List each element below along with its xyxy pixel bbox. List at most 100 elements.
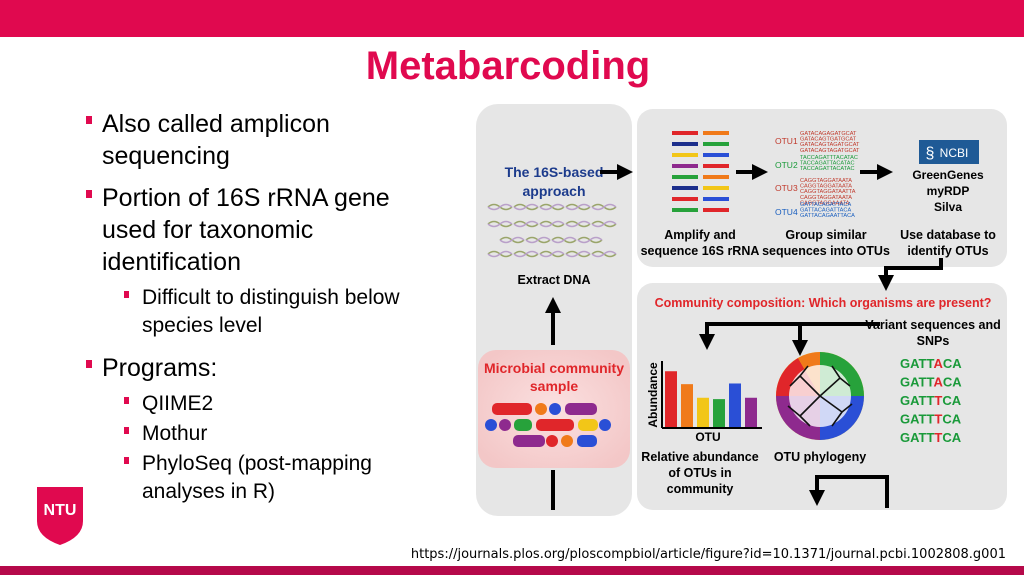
- label-line: Use database to: [900, 228, 996, 242]
- microbe-cell: [578, 419, 598, 431]
- bullet-marker-icon: [124, 397, 129, 404]
- dna-strand: [591, 203, 617, 211]
- abundance-bars: [665, 371, 757, 427]
- amplicon-bar: [703, 186, 729, 190]
- amplify-label: Amplify and sequence 16S rRNA: [641, 228, 760, 258]
- amplicon-bar: [703, 197, 729, 201]
- otu-sequence: CAGGTAGGATAATA: [800, 195, 852, 201]
- abundance-bar: [713, 399, 725, 427]
- dna-strand: [539, 203, 565, 211]
- figure-credit-link[interactable]: https://journals.plos.org/ploscompbiol/a…: [410, 547, 1006, 562]
- amplicon-bar: [672, 164, 698, 168]
- amplicon-bar: [672, 142, 698, 146]
- sample-box: [478, 350, 630, 468]
- sample-label-line1: Microbial community: [484, 360, 624, 376]
- ncbi-logo-box: [919, 140, 979, 164]
- dna-strand: [539, 250, 565, 258]
- otu-name: OTU4: [775, 207, 798, 217]
- bullet-marker-icon: [86, 190, 92, 198]
- label-line: Amplify and: [664, 228, 736, 242]
- database-name: myRDP: [927, 184, 970, 198]
- otu-sequence: GATTACAGATTACA: [800, 202, 851, 208]
- otu-sequence: CAGGTAGGAAATA: [800, 200, 850, 206]
- otu-sequence: TACCAGATTTACATAC: [800, 155, 858, 161]
- approach-title-line1: The 16S-based: [505, 164, 604, 180]
- dna-strand: [591, 220, 617, 228]
- bullet-marker-icon: [124, 291, 129, 298]
- dna-strand: [525, 236, 551, 244]
- bullet-marker-icon: [86, 360, 92, 368]
- snp-sequence: GATTACA: [900, 356, 962, 371]
- ntu-logo-text: NTU: [43, 502, 77, 519]
- sub-bullet-3-2: Mothur: [86, 420, 466, 448]
- otu-name: OTU3: [775, 183, 798, 193]
- dna-strand: [591, 203, 617, 211]
- microbe-cell: [514, 419, 532, 431]
- approach-title-line2: approach: [522, 183, 585, 199]
- snp-sequence: GATTTCA: [900, 393, 962, 408]
- amplicon-bars-icon: [672, 131, 729, 212]
- amplicon-bar: [672, 197, 698, 201]
- otu-sequence: CAGGTAGGATAATA: [800, 184, 852, 190]
- otu-sequence: TACCAGATTACATAC: [800, 161, 855, 167]
- ncbi-logo-icon: NCBI: [940, 146, 969, 160]
- amplicon-bar: [703, 208, 729, 212]
- dna-strand: [487, 220, 513, 228]
- bullet-marker-icon: [124, 427, 129, 434]
- amplicon-bar: [703, 131, 729, 135]
- abundance-bar: [697, 397, 709, 427]
- dna-strand: [565, 220, 591, 228]
- otu-name: OTU1: [775, 136, 798, 146]
- microbe-cell: [546, 435, 558, 447]
- dna-strand: [565, 250, 591, 258]
- sample-cells-icon: [485, 403, 611, 447]
- amplicon-bar: [703, 175, 729, 179]
- otu-sequence: GATACAGAGATGCAT: [800, 131, 857, 137]
- amplicon-bar: [703, 153, 729, 157]
- community-question: Community composition: Which organisms a…: [655, 296, 992, 310]
- phylogeny-wheel-icon: [776, 352, 864, 440]
- dna-strand: [513, 203, 539, 211]
- top-accent-bar: [0, 0, 1024, 37]
- microbe-cell: [577, 435, 597, 447]
- sample-label-line2: sample: [530, 378, 578, 394]
- abundance-bar: [729, 383, 741, 427]
- abundance-bar: [681, 384, 693, 427]
- bullet-marker-icon: [86, 116, 92, 124]
- dna-strand: [487, 250, 513, 258]
- dna-strand: [577, 236, 603, 244]
- dna-strand: [577, 236, 603, 244]
- amplicon-bar: [672, 131, 698, 135]
- label-line: sequences into OTUs: [762, 244, 890, 258]
- amplicon-bar: [672, 186, 698, 190]
- label-line: sequence 16S rRNA: [641, 244, 760, 258]
- left-panel: [476, 104, 632, 516]
- abundance-bar: [665, 371, 677, 427]
- dna-strand: [513, 250, 539, 258]
- dna-strand: [565, 250, 591, 258]
- dna-strand: [525, 236, 551, 244]
- otu-sequence: TACCAGATTACATAC: [800, 166, 855, 172]
- sub-bullet-text-line: QIIME2: [142, 392, 214, 415]
- microbe-cell: [535, 403, 547, 415]
- bullet-text-line: Also called amplicon: [102, 110, 330, 138]
- microbe-cell: [536, 419, 574, 431]
- amplicon-bar: [672, 208, 698, 212]
- label-line: community: [667, 482, 734, 496]
- group-label: Group similar sequences into OTUs: [762, 228, 890, 258]
- label-line: Group similar: [785, 228, 866, 242]
- dna-strand: [551, 236, 577, 244]
- microbe-cell: [499, 419, 511, 431]
- arrow-snp-to-phylogeny: [809, 475, 889, 508]
- dna-strand: [487, 203, 513, 211]
- slide-title: Metabarcoding: [365, 44, 651, 88]
- dna-strand: [539, 220, 565, 228]
- bottom-right-panel: [637, 283, 1007, 510]
- abundance-bar: [745, 397, 757, 427]
